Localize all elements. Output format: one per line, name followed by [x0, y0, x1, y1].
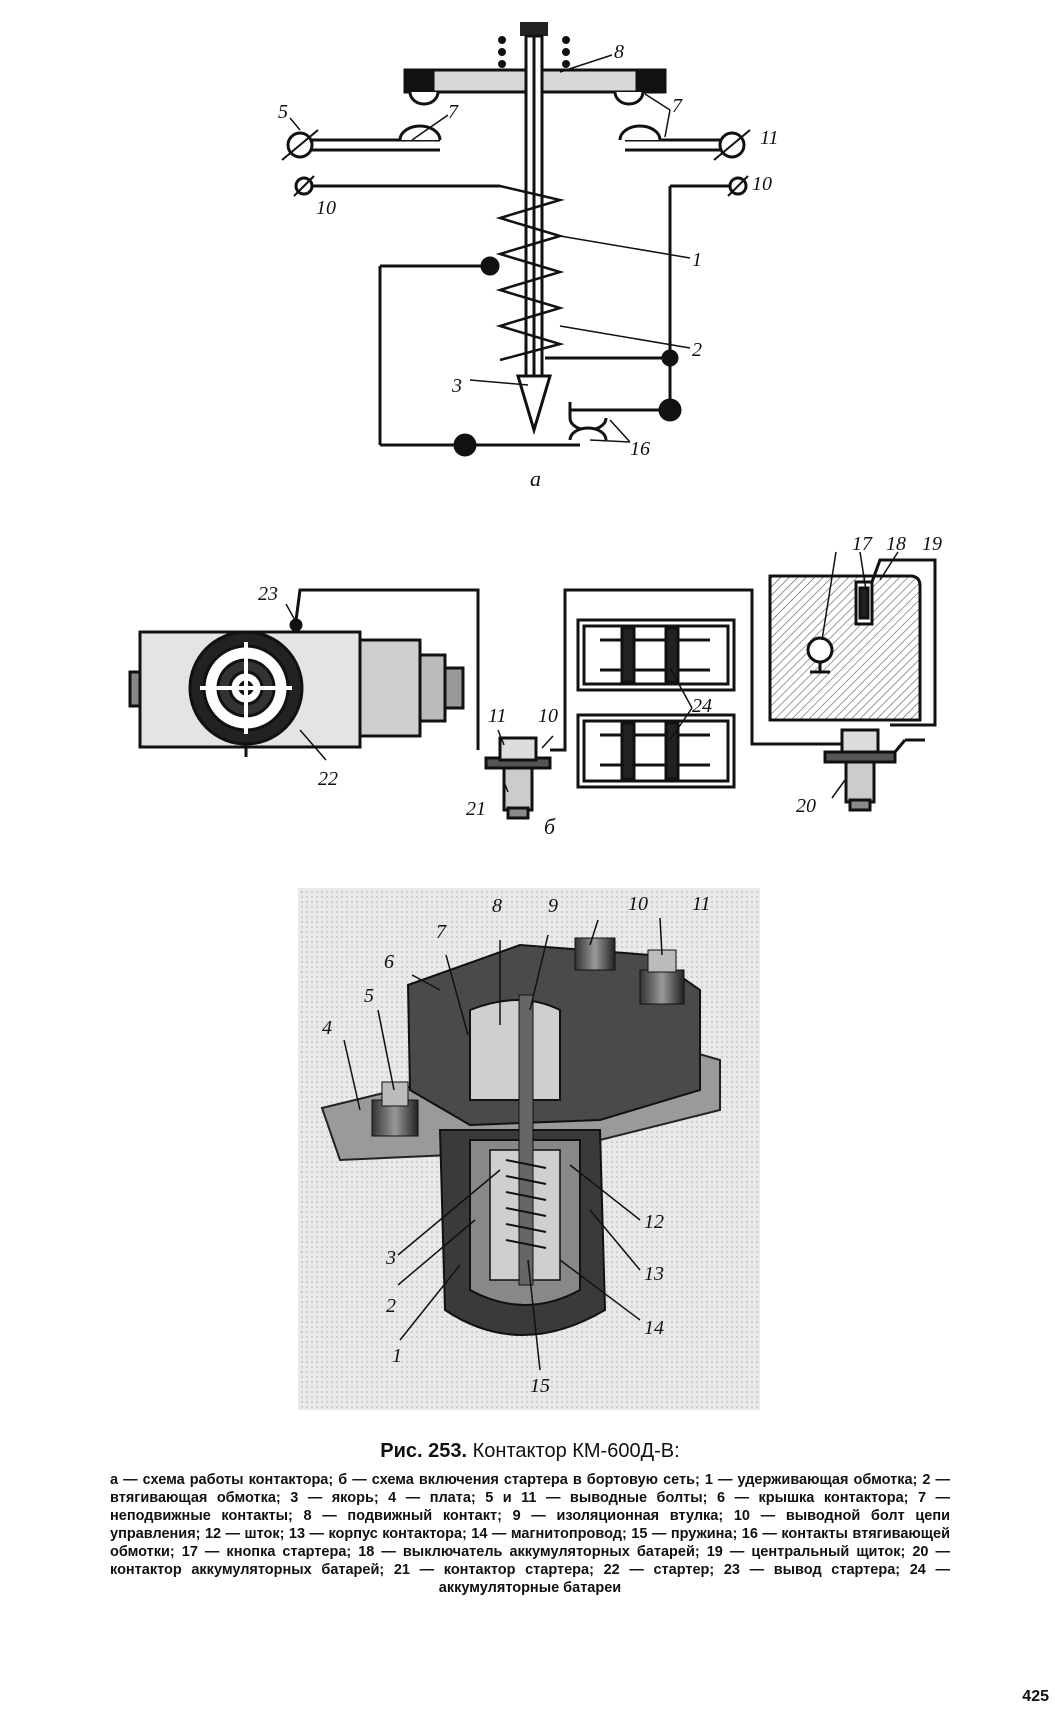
- label-c-12: 12: [644, 1211, 664, 1233]
- label-c-15: 15: [530, 1375, 550, 1397]
- label-b-24: 24: [692, 695, 712, 717]
- figure-a-labels: 8 7 5 7 11 10 10 1 2 3 16 а: [278, 41, 779, 491]
- label-b-23: 23: [258, 583, 278, 605]
- label-a-5: 5: [278, 101, 288, 123]
- sublabel-b: б: [544, 814, 556, 839]
- label-b-19: 19: [922, 533, 942, 555]
- caption-legend: а — схема работы контактора; б — схема в…: [110, 1472, 950, 1596]
- figure-a-diagram: [281, 22, 751, 457]
- caption-title: Контактор КМ-600Д-В:: [472, 1440, 680, 1462]
- label-c-5: 5: [364, 985, 374, 1007]
- starter-motor: [128, 630, 465, 757]
- label-a-2: 2: [692, 339, 702, 361]
- battery-top: [576, 618, 736, 692]
- label-c-10: 10: [628, 893, 648, 915]
- label-b-18: 18: [886, 533, 906, 555]
- figure-b-diagram: [128, 551, 937, 820]
- label-a-1: 1: [692, 249, 702, 271]
- label-b-20: 20: [796, 795, 816, 817]
- label-b-11: 11: [488, 705, 507, 727]
- label-c-11: 11: [692, 893, 711, 915]
- label-c-9: 9: [548, 895, 558, 917]
- label-a-7-left: 7: [448, 101, 459, 123]
- label-c-2: 2: [386, 1295, 396, 1317]
- label-b-21: 21: [466, 798, 486, 820]
- label-a-10-right: 10: [752, 173, 772, 195]
- top-spring: [498, 36, 570, 68]
- label-c-8: 8: [492, 895, 502, 917]
- terminal-bolts: [371, 937, 685, 1137]
- central-panel: [768, 574, 922, 722]
- label-c-13: 13: [644, 1263, 664, 1285]
- label-c-4: 4: [322, 1017, 332, 1039]
- label-c-14: 14: [644, 1317, 664, 1339]
- coil-winding: [495, 184, 565, 362]
- label-b-10: 10: [538, 705, 558, 727]
- figure-c-labels: 8 9 10 11 7 6 5 4 3 2 1 12 13 14 15: [322, 893, 711, 1397]
- figure-b-labels: 17 18 19 23 24 11 10 22 21 20 б: [258, 533, 942, 839]
- page-number: 425: [1022, 1688, 1049, 1705]
- battery-contactor: [823, 728, 925, 812]
- label-b-22: 22: [318, 768, 338, 790]
- battery-bottom: [576, 713, 736, 789]
- starter-contactor: [484, 736, 552, 820]
- caption-title-line: Рис. 253. Контактор КМ-600Д-В:: [110, 1440, 950, 1463]
- label-c-3: 3: [385, 1247, 396, 1269]
- label-c-6: 6: [384, 951, 394, 973]
- label-a-16: 16: [630, 438, 650, 460]
- label-c-7: 7: [436, 921, 447, 943]
- figure-caption: Рис. 253. Контактор КМ-600Д-В: а — схема…: [110, 1440, 950, 1597]
- label-a-8: 8: [614, 41, 624, 63]
- sublabel-a: а: [530, 466, 541, 491]
- figure-canvas: 8 7 5 7 11 10 10 1 2 3 16 а: [128, 22, 942, 1410]
- label-c-1: 1: [392, 1345, 402, 1367]
- label-a-10-left: 10: [316, 197, 336, 219]
- label-a-11: 11: [760, 127, 779, 149]
- label-a-3: 3: [451, 375, 462, 397]
- label-a-7-right: 7: [672, 95, 683, 117]
- label-b-17: 17: [852, 533, 873, 555]
- figure-c-cutaway: [298, 888, 760, 1410]
- caption-number: Рис. 253.: [380, 1440, 468, 1462]
